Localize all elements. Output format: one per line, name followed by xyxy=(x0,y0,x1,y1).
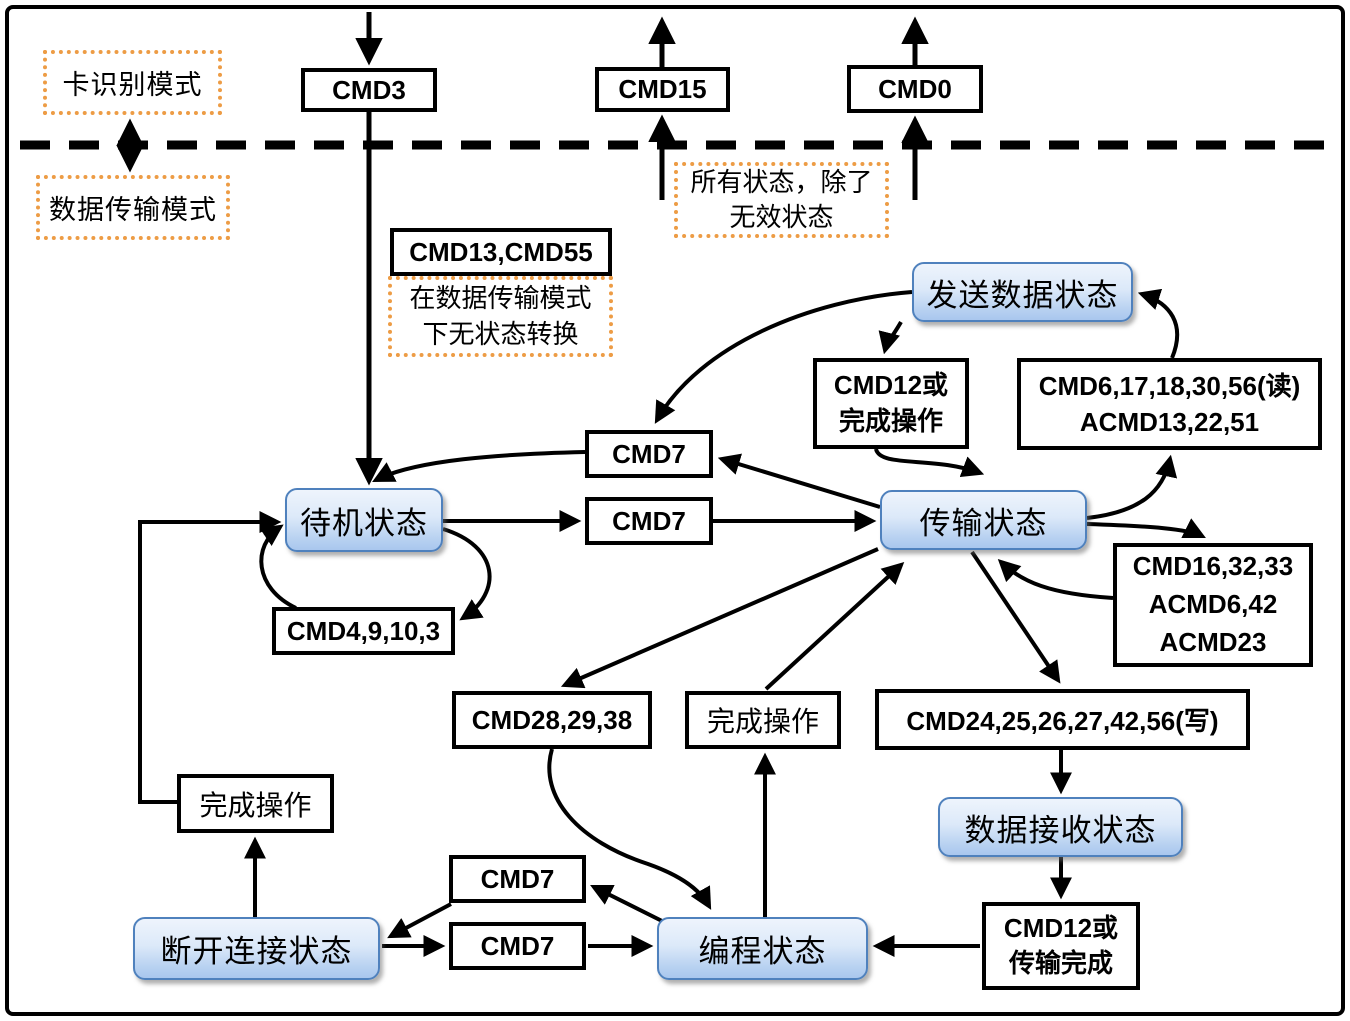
cmd28-29-38-label: CMD28,29,38 xyxy=(452,691,652,749)
diagram-border xyxy=(5,5,1345,1016)
arrow-sending-to-cmd7 xyxy=(654,290,913,424)
read-commands-label: CMD6,17,18,30,56(读) ACMD13,22,51 xyxy=(1017,358,1322,450)
card-identification-mode-label: 卡识别模式 xyxy=(43,50,222,115)
write-commands-label: CMD24,25,26,27,42,56(写) xyxy=(875,689,1250,750)
cmd13-cmd55-label: CMD13,CMD55 xyxy=(390,228,612,276)
standby-state: 待机状态 xyxy=(285,488,443,552)
cmd7-program-label: CMD7 xyxy=(449,922,586,970)
cmd7-deselect-label: CMD7 xyxy=(585,430,713,478)
arrow-loop-down-cmd4 xyxy=(442,527,492,621)
done-operation-label-left: 完成操作 xyxy=(177,774,334,833)
disconnect-state: 断开连接状态 xyxy=(133,917,380,980)
done-operation-label-mid: 完成操作 xyxy=(685,691,841,749)
transfer-state: 传输状态 xyxy=(880,490,1087,550)
all-states-note: 所有状态，除了 无效状态 xyxy=(674,162,889,238)
sending-data-state: 发送数据状态 xyxy=(912,262,1133,322)
cmd3-label: CMD3 xyxy=(301,68,437,112)
arrow-cmd7-to-standby xyxy=(372,450,586,483)
cmd4-9-10-3-label: CMD4,9,10,3 xyxy=(272,607,455,655)
receive-data-state: 数据接收状态 xyxy=(938,797,1183,857)
arrow-cmd12-to-transfer xyxy=(874,448,985,478)
arrow-transfer-to-write xyxy=(970,550,1061,684)
cmd15-label: CMD15 xyxy=(595,67,730,112)
data-transfer-mode-label: 数据传输模式 xyxy=(36,175,230,240)
arrow-done-to-transfer xyxy=(764,562,905,691)
arrow-transfer-to-cmd28 xyxy=(560,547,879,689)
arrow-cmd28-to-programming xyxy=(547,748,712,910)
no-transition-note: 在数据传输模式 下无状态转换 xyxy=(388,276,613,357)
programming-state: 编程状态 xyxy=(657,917,868,980)
arrow-done-to-standby xyxy=(138,511,282,804)
set-commands-label: CMD16,32,33 ACMD6,42 ACMD23 xyxy=(1113,543,1313,667)
cmd0-label: CMD0 xyxy=(847,65,983,113)
arrow-setcmds-to-transfer xyxy=(997,558,1114,600)
arrow-loop-up-standby xyxy=(259,524,297,610)
arrow-transfer-to-setcmds xyxy=(1086,518,1206,538)
cmd12-or-transfer-done-label: CMD12或 传输完成 xyxy=(982,902,1140,990)
cmd7-select-label: CMD7 xyxy=(585,497,713,545)
arrow-readcmds-to-sending xyxy=(1137,288,1179,359)
arrow-sending-to-cmd12 xyxy=(878,321,903,355)
cmd7-disconnect-label: CMD7 xyxy=(449,855,586,903)
arrow-transfer-to-readcmds xyxy=(1086,454,1178,520)
cmd12-or-done-label: CMD12或 完成操作 xyxy=(813,358,969,449)
arrow-programming-to-cmd7c xyxy=(590,885,663,923)
arrow-transfer-to-cmd7 xyxy=(717,453,881,509)
arrow-cmd7c-to-disconnect xyxy=(387,902,452,939)
